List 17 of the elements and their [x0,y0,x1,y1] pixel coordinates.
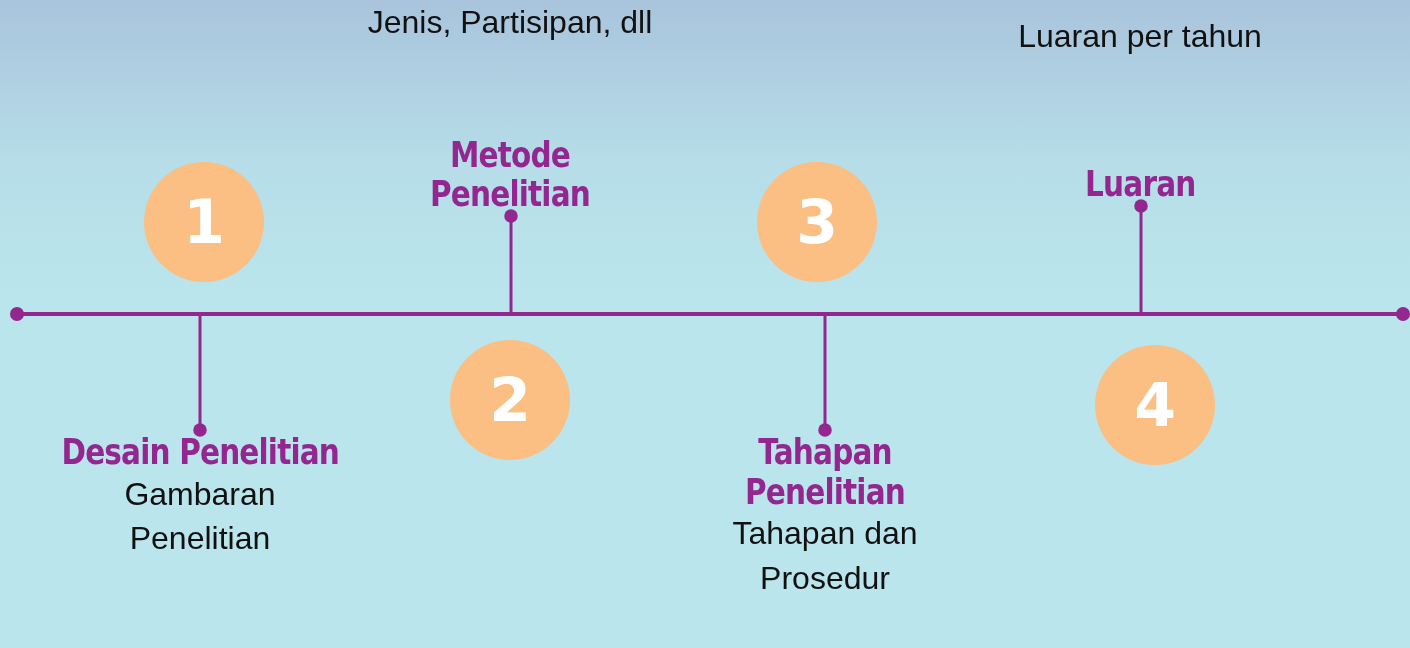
step-number: 3 [796,187,838,257]
step-number: 2 [489,365,531,435]
step-heading: Luaran [1084,164,1196,204]
leader-line [818,316,832,437]
step-heading: Tahapan Penelitian [744,432,906,512]
step-description: Gambaran Penelitian [123,474,277,559]
step-number: 1 [183,187,225,257]
step-number: 4 [1134,370,1176,440]
step-description: Jenis, Partisipan, dll [367,3,653,42]
step-description: Tahapan dan Prosedur [731,514,919,598]
leader-line [504,209,518,312]
leader-line [193,316,207,437]
step-heading: Metode Penelitian [429,134,591,214]
step-description: Luaran per tahun [1018,17,1262,56]
leader-line [1134,199,1148,312]
step-heading: Desain Penelitian [61,432,339,472]
timeline-bar [10,307,1410,321]
